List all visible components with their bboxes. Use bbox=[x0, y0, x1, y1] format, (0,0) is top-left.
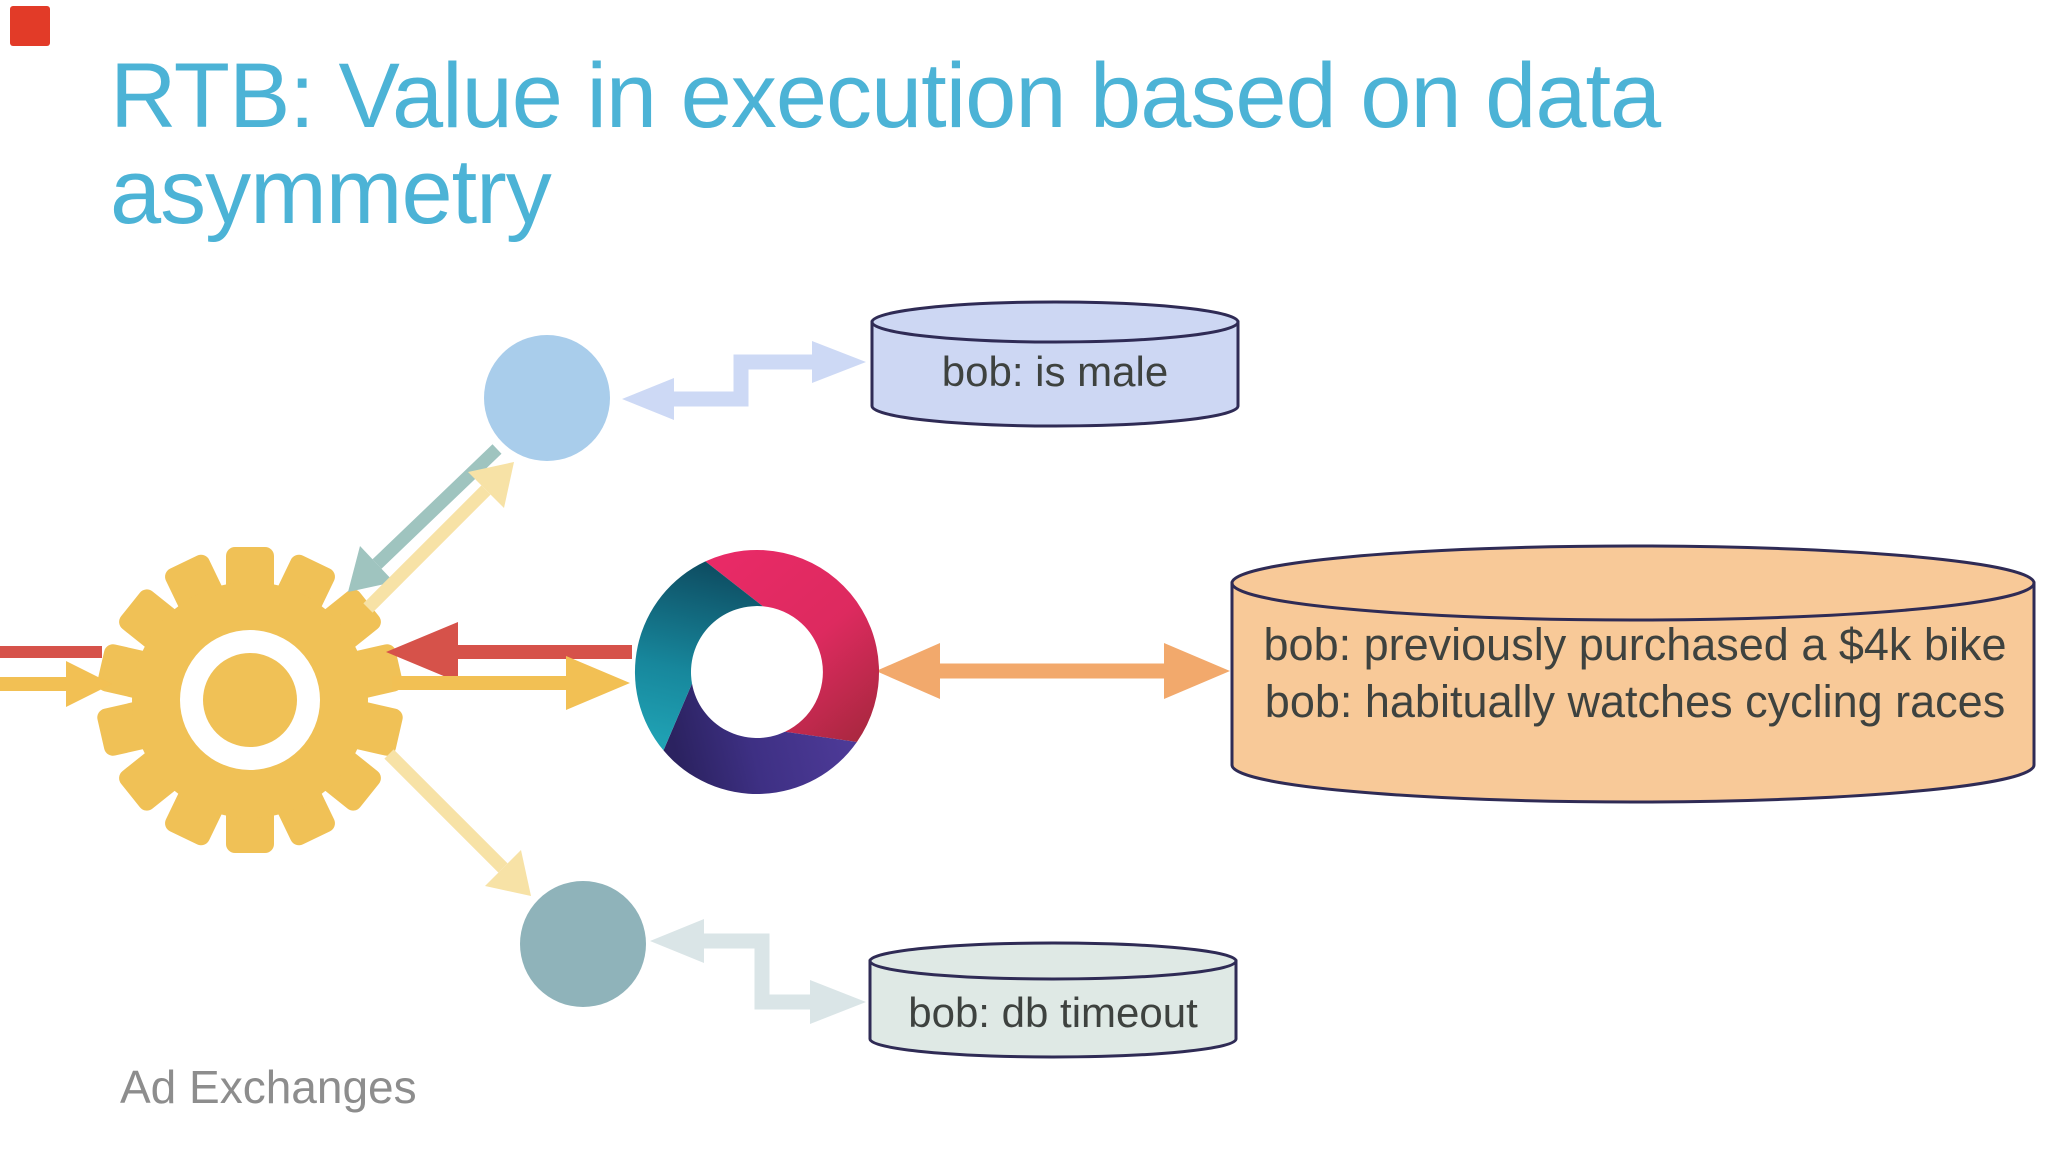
db-right-label: bob: previously purchased a $4k bike bob… bbox=[1240, 608, 2030, 738]
red-arrow-donut-to-gear bbox=[386, 622, 632, 682]
teal-arrow-circle-to-gear bbox=[348, 444, 502, 592]
db-cylinder-bottom bbox=[868, 941, 1238, 1059]
db-top-label: bob: is male bbox=[941, 348, 1169, 395]
db-right-label-line2: bob: habitually watches cycling races bbox=[1264, 676, 2006, 727]
elbow-arrow-top-db bbox=[622, 341, 866, 420]
yellow-arrow-gear-to-donut bbox=[392, 656, 630, 710]
db-bottom-label: bob: db timeout bbox=[908, 989, 1198, 1036]
yellow-arrow-left-input bbox=[0, 661, 112, 707]
red-corner-marker bbox=[10, 6, 50, 46]
db-cylinder-right bbox=[1230, 544, 2036, 804]
footer-label: Ad Exchanges bbox=[120, 1061, 417, 1113]
db-cylinder-top bbox=[870, 300, 1240, 428]
red-arrow-left-input bbox=[0, 646, 102, 658]
elbow-arrow-bottom-db bbox=[650, 919, 866, 1024]
db-right-label-line1: bob: previously purchased a $4k bike bbox=[1263, 619, 2007, 670]
yellow-arrow-gear-to-bottom-circle bbox=[384, 749, 531, 896]
blue-circle-node bbox=[484, 335, 610, 461]
gear-icon bbox=[97, 547, 403, 853]
donut-logo bbox=[634, 549, 880, 795]
orange-double-arrow bbox=[876, 643, 1230, 699]
gray-circle-node bbox=[520, 881, 646, 1007]
yellow-arrow-gear-to-circle bbox=[363, 462, 514, 613]
slide-title: RTB: Value in execution based on data as… bbox=[110, 45, 1661, 243]
